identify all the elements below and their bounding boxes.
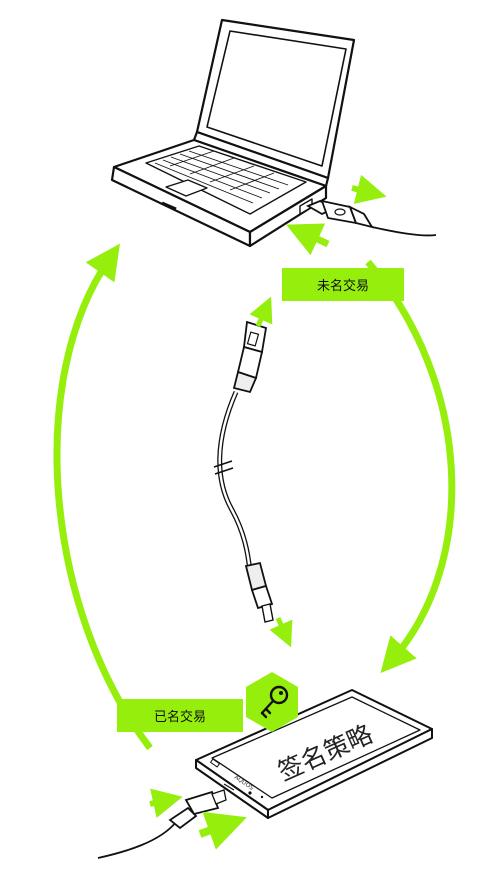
cable-bottom-arrow <box>269 616 293 648</box>
usb-cable-icon <box>213 320 274 623</box>
cable-top-arrow <box>249 296 273 328</box>
unsigned-transaction-badge: 未名交易 <box>282 268 404 301</box>
key-badge <box>246 672 298 732</box>
unsigned-flow-arrow <box>365 259 456 674</box>
signed-transaction-label: 已名交易 <box>154 709 206 725</box>
key-icon <box>260 685 289 719</box>
phone-plug-arrow-upper <box>149 788 183 818</box>
laptop-usb-plug <box>305 199 437 237</box>
flow-arrows <box>53 174 456 850</box>
signed-transaction-badge: 已名交易 <box>117 699 243 732</box>
laptop-icon <box>110 18 356 248</box>
phone-usb-plug <box>97 789 227 859</box>
laptop-plug-arrow-lower <box>286 223 330 256</box>
signed-flow-arrow <box>53 243 153 751</box>
unsigned-transaction-label: 未名交易 <box>317 278 369 294</box>
phone-plug-arrow-lower <box>198 811 247 850</box>
laptop-plug-arrow-upper <box>351 174 387 204</box>
smartphone-icon <box>195 689 433 819</box>
